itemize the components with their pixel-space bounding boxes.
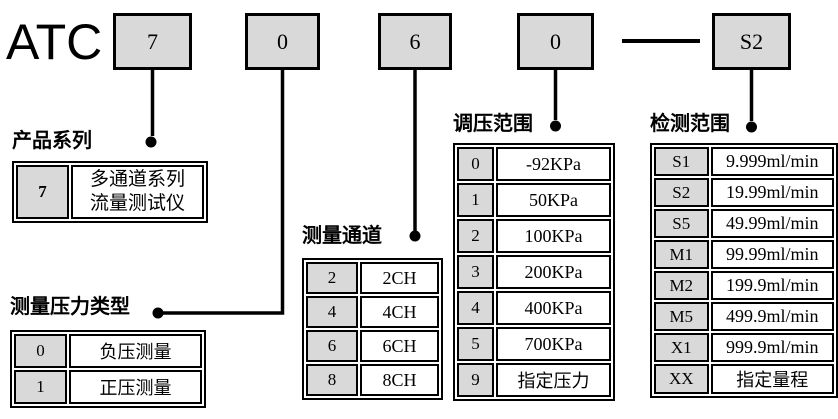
code-cell: 6: [306, 330, 358, 362]
value-cell: 多通道系列流量测试仪: [71, 165, 204, 219]
code-box-pressure-type: 0: [245, 13, 320, 70]
value-cell: 499.9ml/min: [710, 302, 834, 331]
code-cell: 8: [306, 364, 358, 396]
code-box-channels: 6: [378, 13, 452, 70]
separator-dash: [622, 39, 700, 43]
code-box-label: 0: [277, 28, 288, 54]
code-box-pressure-range: 0: [517, 13, 594, 70]
value-cell: 4CH: [360, 296, 439, 328]
code-cell: 4: [306, 296, 358, 328]
code-cell: M2: [654, 271, 709, 300]
code-cell: M5: [654, 302, 709, 331]
value-cell: 49.99ml/min: [710, 209, 834, 238]
code-cell: 7: [16, 165, 69, 219]
code-box-label: 0: [550, 28, 561, 54]
code-cell: 2: [306, 262, 358, 294]
section-title: 产品系列: [12, 130, 92, 152]
code-cell: 1: [457, 183, 494, 217]
code-cell: S5: [654, 209, 709, 238]
value-cell: 6CH: [360, 330, 439, 362]
section-title: 检测范围: [650, 113, 730, 135]
code-cell: 0: [457, 147, 494, 181]
value-cell: 9.999ml/min: [710, 147, 834, 176]
code-cell: 0: [14, 334, 67, 368]
code-cell: 9: [457, 363, 494, 397]
value-cell: 19.99ml/min: [710, 178, 834, 207]
value-cell: -92KPa: [496, 147, 611, 181]
code-cell: S1: [654, 147, 709, 176]
code-cell: 1: [14, 370, 67, 404]
code-cell: 5: [457, 327, 494, 361]
brand-text: ATC: [6, 14, 103, 70]
section-title: 调压范围: [453, 113, 533, 135]
code-cell: X1: [654, 333, 709, 362]
code-cell: 2: [457, 219, 494, 253]
code-cell: XX: [654, 364, 709, 394]
value-cell: 8CH: [360, 364, 439, 396]
code-box-detect-range: S2: [712, 13, 791, 70]
value-cell: 700KPa: [496, 327, 611, 361]
value-cell: 指定压力: [496, 363, 611, 397]
value-cell: 2CH: [360, 262, 439, 294]
section-title: 测量压力类型: [10, 296, 130, 318]
code-box-series: 7: [113, 13, 192, 70]
table-row: 0-92KPa: [457, 147, 611, 181]
code-box-label: S2: [739, 28, 764, 54]
code-cell: 4: [457, 291, 494, 325]
value-cell: 指定量程: [710, 364, 834, 394]
value-cell: 50KPa: [496, 183, 611, 217]
code-box-label: 7: [147, 28, 158, 54]
code-cell: S2: [654, 178, 709, 207]
value-cell: 正压测量: [69, 370, 202, 404]
value-cell: 100KPa: [496, 219, 611, 253]
value-cell: 99.99ml/min: [710, 240, 834, 269]
code-cell: 3: [457, 255, 494, 289]
value-cell: 200KPa: [496, 255, 611, 289]
value-cell: 负压测量: [69, 334, 202, 368]
code-box-label: 6: [409, 28, 421, 54]
code-cell: M1: [654, 240, 709, 269]
value-cell: 199.9ml/min: [710, 271, 834, 300]
section-title: 测量通道: [302, 225, 382, 247]
value-cell: 400KPa: [496, 291, 611, 325]
value-cell: 999.9ml/min: [710, 333, 834, 362]
